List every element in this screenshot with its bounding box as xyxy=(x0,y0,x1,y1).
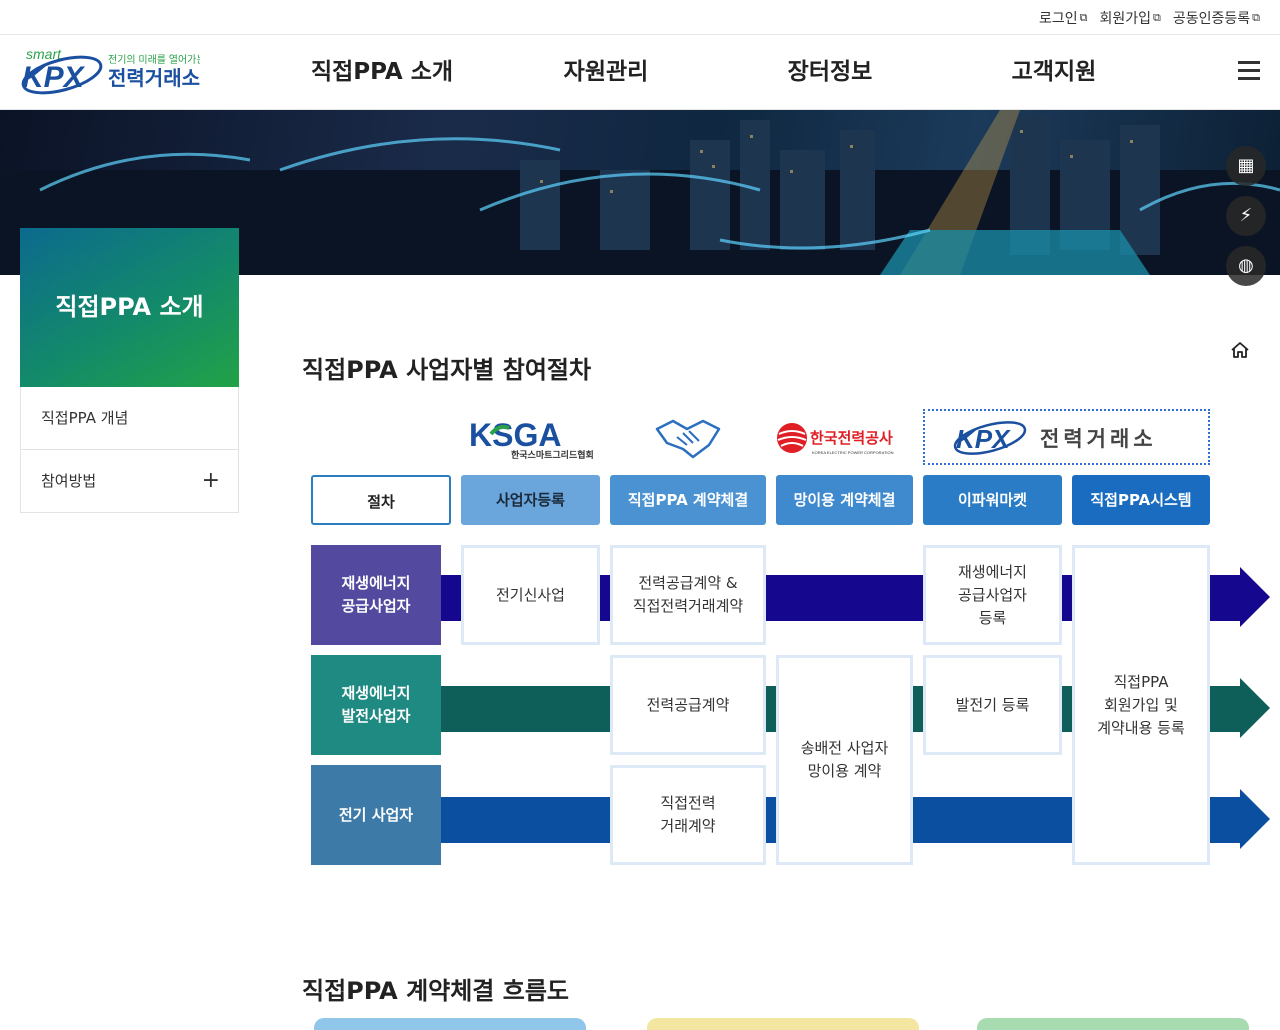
external-link-icon: ⧉ xyxy=(1079,11,1088,24)
lnb-title: 직접PPA 소개 xyxy=(20,228,239,387)
ksga-logo-mark: KSGA 한국스마트그리드협회 xyxy=(469,417,594,460)
ev-charge-icon[interactable]: ⚡ xyxy=(1226,196,1266,236)
cell-r2-epower: 발전기 등록 xyxy=(923,655,1062,755)
expand-plus-icon[interactable]: + xyxy=(201,468,220,493)
kpx-partner-mark-text: KPX xyxy=(956,424,1011,454)
handshake-glyph xyxy=(655,419,720,459)
cell-text: 등록 xyxy=(978,608,1007,627)
lnb-item-concept[interactable]: 직접PPA 개념 xyxy=(20,387,239,450)
lnb-item-label: 직접PPA 개념 xyxy=(41,409,129,427)
kpx-partner-name: 전력거래소 xyxy=(1040,428,1157,451)
menu-support[interactable]: 고객지원 xyxy=(1011,59,1097,85)
ksga-mark-text: KSGA xyxy=(469,417,561,453)
row-label-line: 전기 사업자 xyxy=(338,805,414,824)
cell-text: 직접PPA xyxy=(1113,672,1169,691)
logo-name: 전력거래소 xyxy=(108,67,200,90)
cell-text: 망이용 계약 xyxy=(807,762,882,780)
logo-mark-text: KPX xyxy=(22,61,86,94)
lnb-item-label: 참여방법 xyxy=(41,472,97,490)
menu-hamburger-icon[interactable] xyxy=(1238,61,1260,85)
ksga-logo: KSGA 한국스마트그리드협회 xyxy=(461,410,601,465)
row-label-utility: 전기 사업자 xyxy=(311,765,441,865)
cell-text: 직접전력 xyxy=(660,794,716,812)
kpx-partner-logo: KPX 전력거래소 xyxy=(923,409,1210,465)
row-label-line: 공급사업자 xyxy=(341,597,411,615)
cell-text: 발전기 등록 xyxy=(955,695,1030,714)
flow-step-top xyxy=(977,1018,1249,1030)
cell-r2-contract: 전력공급계약 xyxy=(610,655,766,755)
cert-register-link[interactable]: 공동인증등록⧉ xyxy=(1173,8,1260,28)
cell-r1-registration: 전기신사업 xyxy=(461,545,600,645)
row-label-line: 재생에너지 xyxy=(341,684,411,702)
utility-bar: 로그인⧉ 회원가입⧉ 공동인증등록⧉ xyxy=(0,0,1280,35)
signup-link[interactable]: 회원가입⧉ xyxy=(1099,8,1160,28)
cell-text: 직접전력거래계약 xyxy=(632,597,744,615)
utility-links: 로그인⧉ 회원가입⧉ 공동인증등록⧉ xyxy=(1039,8,1260,28)
kepco-logo: 한국전력공사 KOREA ELECTRIC POWER CORPORATION xyxy=(772,410,917,465)
kepco-name: 한국전력공사 xyxy=(810,429,893,447)
section-title-participation: 직접PPA 사업자별 참여절차 xyxy=(302,356,592,384)
flow-arrow-generator xyxy=(1240,678,1270,738)
cell-text: 전기신사업 xyxy=(495,585,565,604)
solar-panel-icon[interactable]: ▦ xyxy=(1226,146,1266,186)
tab-ppa-contract: 직접PPA 계약체결 xyxy=(610,475,766,525)
ksga-name: 한국스마트그리드협회 xyxy=(511,449,594,460)
cell-text: 계약내용 등록 xyxy=(1097,718,1185,737)
menu-ppa-intro[interactable]: 직접PPA 소개 xyxy=(310,59,454,85)
kpx-logo-mark: smart KPX 전기의 미래를 열어가는 전력거래소 xyxy=(21,46,206,95)
kepco-logo-mark: 한국전력공사 KOREA ELECTRIC POWER CORPORATION xyxy=(777,422,894,455)
logo-slogan: 전기의 미래를 열어가는 xyxy=(108,54,200,66)
logo-small-text: smart xyxy=(26,47,62,62)
flow-step-top xyxy=(314,1018,586,1030)
kepco-sub: KOREA ELECTRIC POWER CORPORATION xyxy=(812,450,894,455)
row-label-line: 발전사업자 xyxy=(341,707,411,725)
tab-epower-market: 이파워마켓 xyxy=(923,475,1062,525)
main-menu: 직접PPA 소개 자원관리 장터정보 고객지원 xyxy=(270,35,1166,110)
signup-label: 회원가입 xyxy=(1099,11,1151,27)
external-link-icon: ⧉ xyxy=(1252,11,1260,24)
cell-text: 공급사업자 xyxy=(957,585,1027,604)
row-label-line: 재생에너지 xyxy=(341,574,411,592)
kpx-partner-mark: KPX 전력거래소 xyxy=(953,421,1157,455)
kpx-logo[interactable]: smart KPX 전기의 미래를 열어가는 전력거래소 xyxy=(20,46,206,99)
global-nav: smart KPX 전기의 미래를 열어가는 전력거래소 직접PPA 소개 자원… xyxy=(0,35,1280,110)
flow-step-top xyxy=(647,1018,919,1030)
cell-text: 회원가입 및 xyxy=(1104,695,1178,714)
section-title-flowchart: 직접PPA 계약체결 흐름도 xyxy=(302,977,569,1005)
cell-text: 재생에너지 xyxy=(957,562,1027,581)
flow-arrow-supplier xyxy=(1240,567,1270,627)
tab-registration: 사업자등록 xyxy=(461,475,600,525)
cell-text: 송배전 사업자 xyxy=(800,739,889,757)
flow-arrow-utility xyxy=(1240,789,1270,849)
tab-ppa-system: 직접PPA시스템 xyxy=(1072,475,1210,525)
external-link-icon: ⧉ xyxy=(1153,11,1161,24)
lightbulb-icon[interactable]: ◍ xyxy=(1226,246,1266,286)
tab-network-contract: 망이용 계약체결 xyxy=(776,475,913,525)
cell-text: 전력공급계약 & xyxy=(638,574,738,592)
cert-register-label: 공동인증등록 xyxy=(1172,11,1251,27)
cell-text: 전력공급계약 xyxy=(646,695,730,714)
menu-market-info[interactable]: 장터정보 xyxy=(787,59,873,85)
home-icon[interactable] xyxy=(1230,340,1250,360)
login-label: 로그인 xyxy=(1038,11,1078,27)
cell-r1-contract: 전력공급계약 & 직접전력거래계약 xyxy=(610,545,766,645)
menu-resource[interactable]: 자원관리 xyxy=(563,59,649,85)
tab-procedure: 절차 xyxy=(311,475,451,525)
lnb-item-participation[interactable]: 참여방법 + xyxy=(20,450,239,513)
handshake-icon xyxy=(640,410,735,465)
cell-text: 거래계약 xyxy=(660,817,716,835)
login-link[interactable]: 로그인⧉ xyxy=(1039,8,1088,28)
